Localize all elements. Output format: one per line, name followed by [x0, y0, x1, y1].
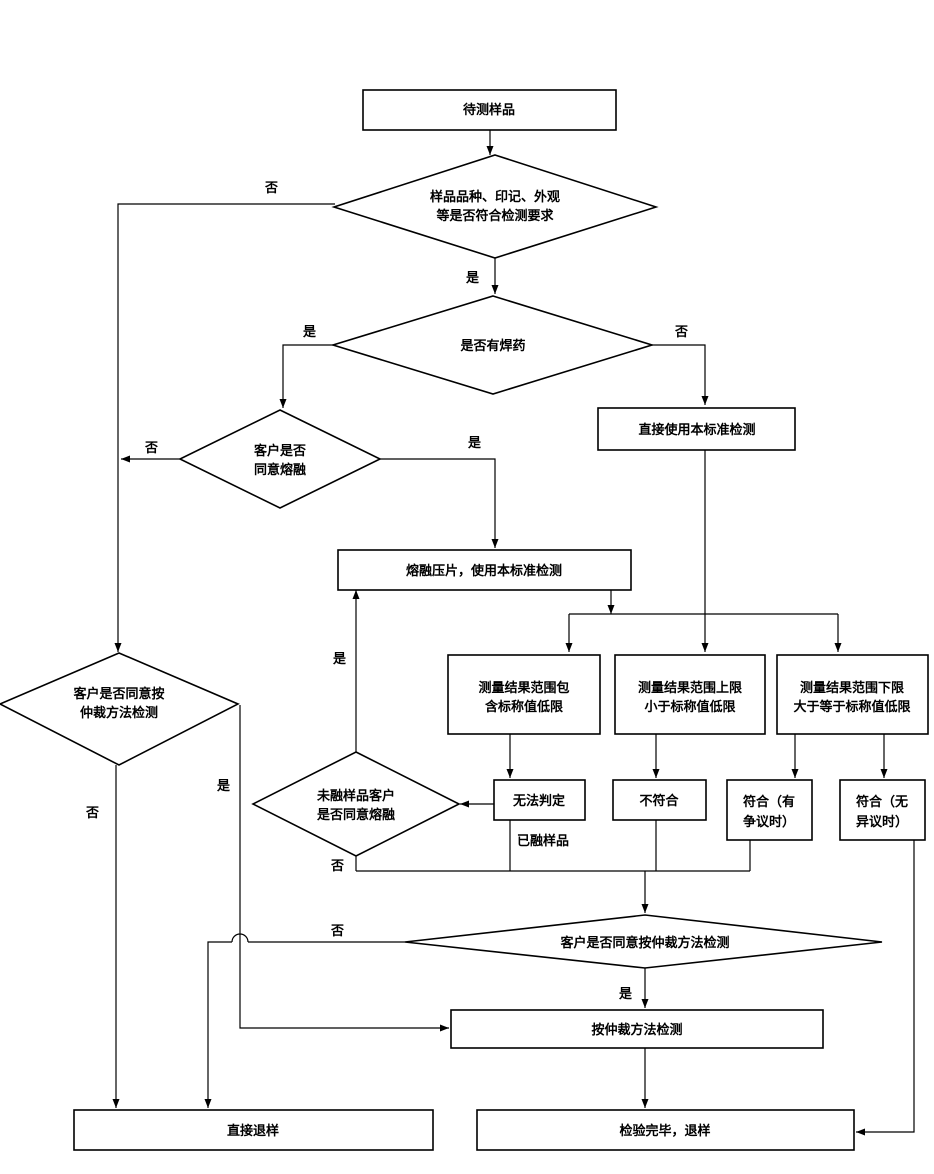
- edge-label-no: 否: [85, 806, 99, 821]
- decision-agree-melt: 客户是否 同意熔融: [178, 409, 382, 509]
- edge-label-no: 否: [330, 859, 344, 874]
- svg-text:含标称值低限: 含标称值低限: [484, 699, 564, 715]
- svg-text:检验完毕，退样: 检验完毕，退样: [619, 1123, 710, 1139]
- svg-text:直接退样: 直接退样: [227, 1123, 279, 1139]
- edge-label-melted-sample: 已融样品: [517, 833, 569, 849]
- edge-label-no: 否: [144, 441, 158, 456]
- svg-text:仲裁方法检测: 仲裁方法检测: [80, 705, 158, 721]
- svg-text:客户是否同意按仲裁方法检测: 客户是否同意按仲裁方法检测: [560, 935, 729, 951]
- svg-text:待测样品: 待测样品: [462, 102, 515, 118]
- svg-text:测量结果范围上限: 测量结果范围上限: [638, 680, 743, 696]
- edge-label-yes: 是: [216, 779, 231, 794]
- end-return-direct: 直接退样: [73, 1109, 434, 1151]
- process-result-contains: 测量结果范围包 含标称值低限: [447, 654, 601, 735]
- edge-label-yes: 是: [467, 436, 482, 451]
- decision-appearance: 样品品种、印记、外观 等是否符合检测要求: [331, 154, 659, 259]
- svg-text:无法判定: 无法判定: [512, 793, 565, 809]
- svg-text:争议时）: 争议时）: [743, 814, 795, 830]
- svg-text:不符合: 不符合: [639, 793, 679, 809]
- svg-text:小于标称值低限: 小于标称值低限: [644, 699, 736, 715]
- svg-text:符合（无: 符合（无: [856, 794, 908, 810]
- decision-agree-arbitration-main: 客户是否同意按仲裁方法检测: [404, 914, 883, 969]
- svg-text:未融样品客户: 未融样品客户: [316, 788, 395, 804]
- edge-label-no: 否: [674, 325, 688, 340]
- process-melt-press: 熔融压片，使用本标准检测: [337, 549, 632, 591]
- svg-text:是否同意熔融: 是否同意熔融: [316, 807, 395, 823]
- node-start: 待测样品: [362, 89, 617, 131]
- process-result-upper: 测量结果范围上限 小于标称值低限: [614, 654, 766, 735]
- svg-text:是否有焊药: 是否有焊药: [459, 338, 525, 354]
- edge-label-yes: 是: [332, 652, 347, 667]
- outcome-cannot-judge: 无法判定: [493, 779, 586, 821]
- edge-label-yes: 是: [618, 987, 633, 1002]
- edge-label-yes: 是: [465, 271, 480, 286]
- edge-label-yes: 是: [302, 325, 317, 340]
- svg-text:测量结果范围包: 测量结果范围包: [478, 680, 569, 696]
- decision-agree-arbitration-left: 客户是否同意按 仲裁方法检测: [0, 652, 240, 766]
- svg-text:熔融压片，使用本标准检测: 熔融压片，使用本标准检测: [406, 563, 562, 579]
- svg-text:符合（有: 符合（有: [743, 794, 795, 810]
- edge-label-no: 否: [264, 181, 278, 196]
- process-direct-use: 直接使用本标准检测: [597, 407, 796, 451]
- decision-unmelted-agree: 未融样品客户 是否同意熔融: [251, 751, 461, 857]
- process-result-lower: 测量结果范围下限 大于等于标称值低限: [776, 654, 929, 735]
- svg-text:样品品种、印记、外观: 样品品种、印记、外观: [430, 189, 560, 205]
- svg-text:测量结果范围下限: 测量结果范围下限: [800, 680, 905, 696]
- svg-text:客户是否: 客户是否: [254, 443, 306, 459]
- outcome-non-conform: 不符合: [612, 779, 707, 821]
- connectors: [112, 130, 915, 1136]
- edge-label-no: 否: [330, 924, 344, 939]
- svg-text:同意熔融: 同意熔融: [254, 462, 306, 478]
- svg-text:等是否符合检测要求: 等是否符合检测要求: [435, 208, 554, 224]
- svg-text:异议时）: 异议时）: [856, 814, 908, 830]
- svg-text:按仲裁方法检测: 按仲裁方法检测: [591, 1022, 682, 1038]
- end-finish-return: 检验完毕，退样: [476, 1109, 855, 1151]
- process-arbitration-test: 按仲裁方法检测: [450, 1009, 824, 1049]
- outcome-conform-dispute: 符合（有 争议时）: [726, 779, 813, 841]
- outcome-conform-no-dispute: 符合（无 异议时）: [839, 779, 926, 841]
- edge-labels: 否 是 是 否 否 是 是 是 否 已融样品 否 否 是: [85, 181, 688, 1002]
- svg-text:直接使用本标准检测: 直接使用本标准检测: [638, 422, 755, 438]
- svg-text:客户是否同意按: 客户是否同意按: [73, 686, 164, 702]
- decision-has-solder: 是否有焊药: [330, 295, 655, 395]
- svg-text:大于等于标称值低限: 大于等于标称值低限: [793, 699, 911, 715]
